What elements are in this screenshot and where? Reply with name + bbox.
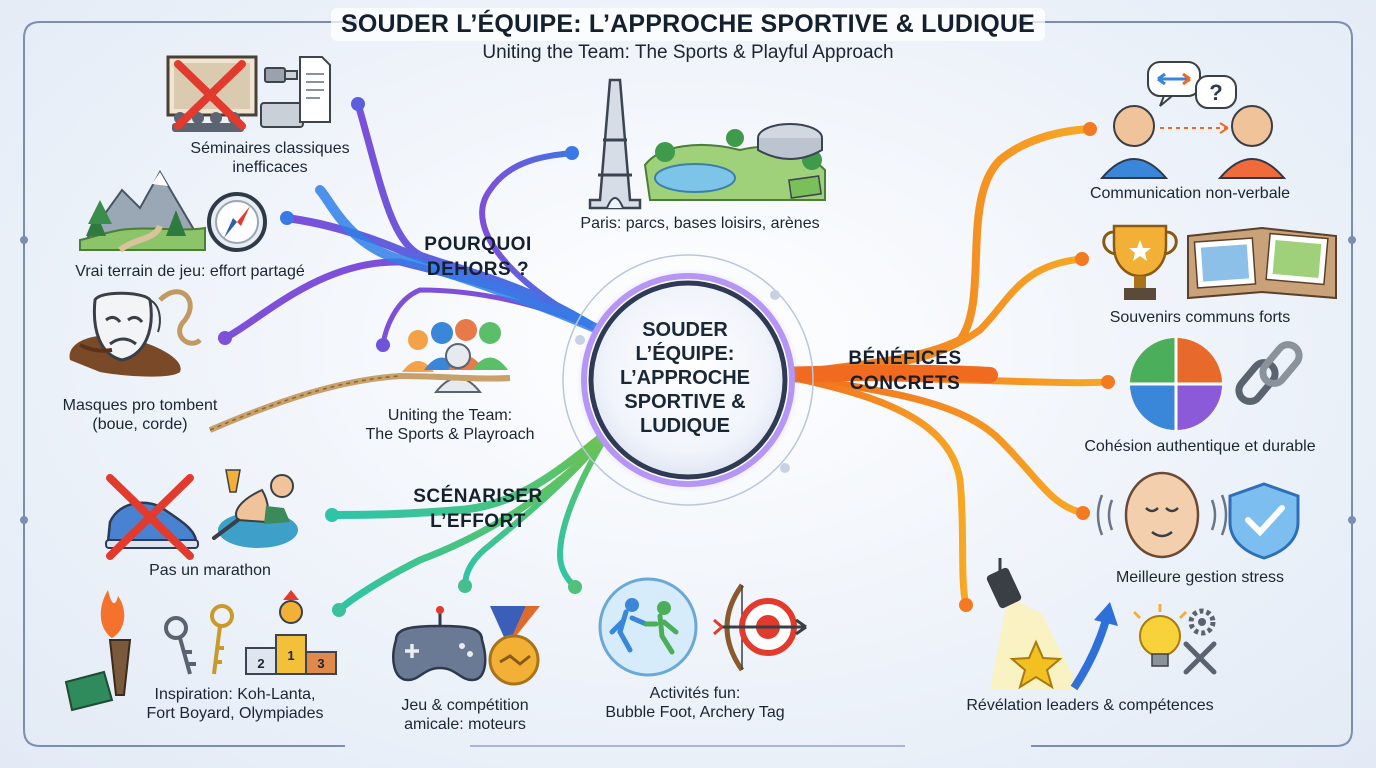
bubble-archery-icon — [598, 577, 807, 677]
node-text: Uniting the Team: — [387, 407, 513, 424]
node-text: Masques pro tombent — [62, 397, 218, 414]
branch-label-line: DEHORS ? — [426, 259, 530, 280]
node-activites: Activités fun: Bubble Foot, Archery Tag — [580, 684, 810, 722]
central-topic-line: L’ÉQUIPE: — [635, 343, 735, 365]
central-topic-line: SOUDER — [642, 319, 728, 341]
branch-benefices-dots — [959, 122, 1115, 612]
branch-pourquoi-connectors — [221, 100, 605, 348]
branch-pourquoi-dots — [218, 97, 579, 352]
svg-text:2: 2 — [257, 656, 264, 671]
trophy-album-icon — [1102, 224, 1337, 300]
node-text: Vrai terrain de jeu: effort partagé — [75, 263, 305, 280]
node-text: Activités fun: — [649, 685, 741, 702]
crossed-seminar-icon — [166, 55, 331, 132]
node-text: Bubble Foot, Archery Tag — [605, 704, 785, 721]
branch-benefices-connectors — [772, 125, 1112, 609]
node-text: Pas un marathon — [149, 562, 271, 579]
calm-face-shield-icon — [1096, 471, 1300, 560]
branch-label-line: POURQUOI — [424, 234, 532, 255]
branch-label-scenariser: SCÉNARISER L’EFFORT — [398, 484, 558, 534]
node-masques: Masques pro tombent (boue, corde) — [40, 396, 240, 434]
page-subtitle: Uniting the Team: The Sports & Playful A… — [482, 42, 894, 63]
puzzle-chain-icon — [1130, 338, 1303, 430]
node-marathon: Pas un marathon — [100, 561, 320, 580]
branch-label-line: SCÉNARISER — [413, 486, 543, 507]
central-topic-line: LUDIQUE — [640, 415, 730, 437]
node-revelation: Révélation leaders & compétences — [940, 696, 1240, 715]
mask-mud-rope-icon — [69, 289, 202, 377]
node-text: Paris: parcs, bases loisirs, arènes — [580, 215, 820, 232]
mountain-compass-icon — [79, 169, 267, 253]
torch-keys-podium-icon: 2 1 3 — [64, 590, 337, 712]
node-text: Séminaires classiques — [190, 140, 350, 157]
node-text: Cohésion authentique et durable — [1084, 438, 1316, 455]
node-cohesion: Cohésion authentique et durable — [1060, 437, 1340, 456]
eiffel-park-arena-icon — [588, 78, 826, 210]
central-hub — [562, 254, 814, 506]
node-terrain: Vrai terrain de jeu: effort partagé — [40, 262, 340, 281]
node-text: Souvenirs communs forts — [1109, 309, 1291, 326]
branch-label-line: BÉNÉFICES — [848, 348, 962, 369]
node-text: inefficaces — [232, 159, 308, 176]
two-heads-speech-icon: ? — [1099, 61, 1287, 179]
svg-text:?: ? — [1209, 80, 1222, 105]
node-communication: Communication non-verbale — [1060, 184, 1320, 203]
branch-label-benefices: BÉNÉFICES CONCRETS — [830, 346, 980, 396]
central-topic: SOUDER L’ÉQUIPE: L’APPROCHE SPORTIVE & L… — [597, 318, 773, 438]
node-text: The Sports & Playroach — [365, 426, 535, 443]
node-text: amicale: moteurs — [404, 716, 526, 733]
node-text: Jeu & compétition — [401, 697, 529, 714]
branch-label-pourquoi: POURQUOI DEHORS ? — [408, 232, 548, 282]
gamepad-medal-icon — [392, 606, 540, 686]
spotlight-star-bulb-icon — [986, 558, 1217, 691]
central-topic-line: L’APPROCHE — [619, 367, 751, 389]
page-title: SOUDER L’ÉQUIPE: L’APPROCHE SPORTIVE & L… — [330, 8, 1045, 41]
branch-scenariser-dots — [325, 508, 582, 617]
svg-text:1: 1 — [287, 648, 294, 663]
central-topic-line: SPORTIVE & — [624, 391, 746, 413]
node-text: (boue, corde) — [92, 416, 188, 433]
node-souvenirs: Souvenirs communs forts — [1080, 308, 1320, 327]
team-rope-icon — [208, 319, 511, 433]
node-text: Révélation leaders & compétences — [966, 697, 1214, 714]
node-stress: Meilleure gestion stress — [1080, 568, 1320, 587]
branch-label-line: CONCRETS — [849, 373, 961, 394]
branch-label-line: L’EFFORT — [430, 511, 526, 532]
node-paris: Paris: parcs, bases loisirs, arènes — [550, 214, 850, 233]
node-text: Inspiration: Koh-Lanta, — [154, 686, 316, 703]
node-inspiration: Inspiration: Koh-Lanta, Fort Boyard, Oly… — [110, 685, 360, 723]
branch-scenariser-connectors — [328, 426, 614, 614]
node-jeu: Jeu & compétition amicale: moteurs — [370, 696, 560, 734]
crossed-shoe-relax-icon — [105, 469, 298, 560]
node-text: Communication non-verbale — [1089, 185, 1291, 202]
node-uniting: Uniting the Team: The Sports & Playroach — [340, 406, 560, 444]
node-text: Meilleure gestion stress — [1115, 569, 1285, 586]
svg-text:3: 3 — [317, 656, 324, 671]
node-seminaires: Séminaires classiques inefficaces — [150, 139, 390, 177]
node-text: Fort Boyard, Olympiades — [146, 705, 324, 722]
